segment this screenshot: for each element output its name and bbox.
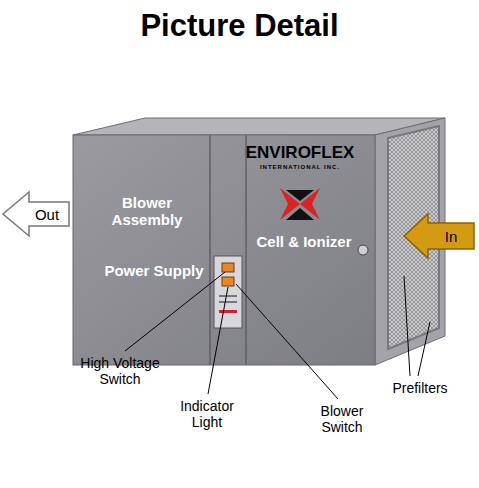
arrow-text-box: In [402,212,476,260]
panel-seam [245,135,247,365]
logo-symbol [280,188,320,220]
plate-text-mark [219,310,237,313]
arrow-outline [402,212,476,260]
panel-seam [209,135,211,365]
plate-text-mark [219,301,237,303]
arrow-shape: In [402,212,476,260]
control-plate [214,256,242,328]
switch-symbol [222,263,234,272]
part-name: Cell & Ionizer [256,233,352,250]
plate-text-mark [219,295,237,297]
callout-label: High Voltage Switch [80,355,160,387]
callout-label: Blower Switch [303,403,381,435]
door-knob [358,245,368,255]
part-name: Blower Assembly [95,194,199,229]
leader-lines [125,272,430,399]
callout-label: Prefilters [375,380,465,396]
arrow-text-box: Out [1,190,71,238]
arrow-label: Out [35,206,59,223]
arrow-shape: Out [1,190,71,238]
arrow-polygon [404,214,474,258]
part-name: Power Supply [104,262,204,279]
brand-subtitle: INTERNATIONAL INC. [240,164,360,171]
arrow-polygon [3,192,69,236]
brand-name: ENVIROFLEX [240,143,360,163]
callout-label: Indicator Light [168,398,246,430]
switch-symbol [222,277,234,286]
front-face [73,135,375,365]
arrow-label: In [445,228,458,245]
title: Picture Detail [0,8,479,44]
